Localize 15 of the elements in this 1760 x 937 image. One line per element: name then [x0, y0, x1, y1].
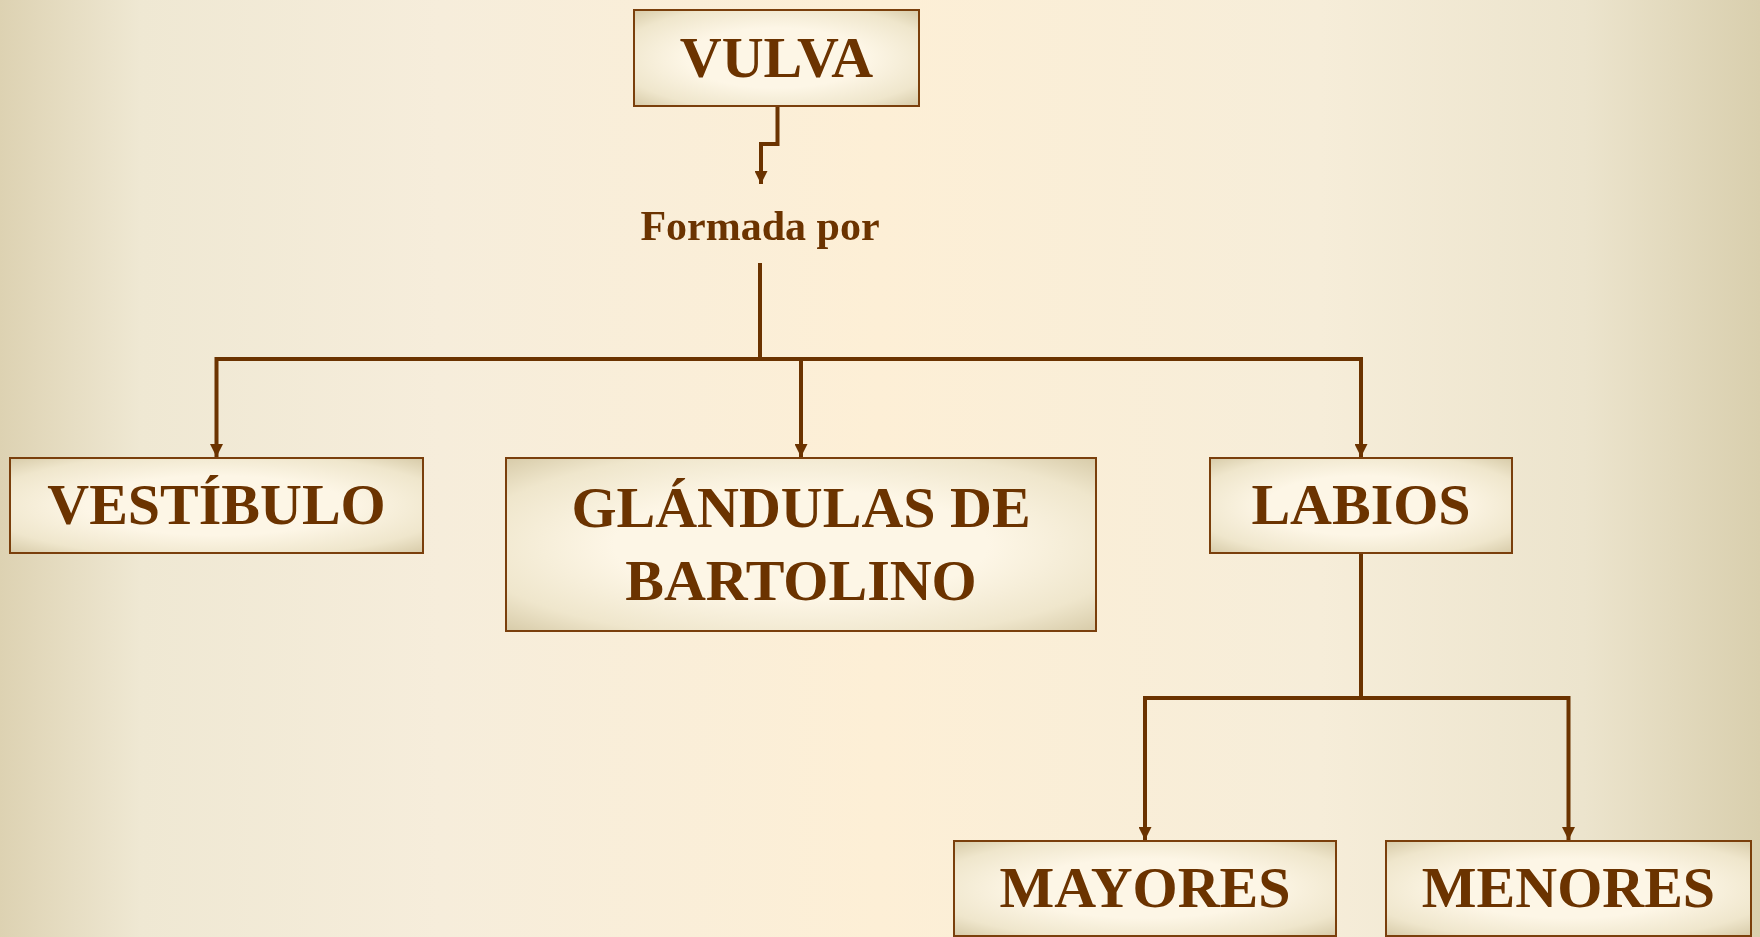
concept-box	[9, 457, 424, 554]
connector-arrow	[758, 263, 1368, 457]
connector-label: Formada por	[640, 202, 880, 250]
concept-label: VESTÍBULO	[47, 471, 386, 540]
concept-box	[633, 9, 920, 107]
concept-label: MAYORES	[999, 854, 1291, 923]
concept-box	[1385, 840, 1752, 937]
concept-box	[1209, 457, 1513, 554]
concept-box	[505, 457, 1097, 632]
concept-label: VULVA	[679, 23, 874, 92]
concept-box	[953, 840, 1337, 937]
concept-label: MENORES	[1421, 854, 1716, 923]
connector-arrow	[754, 107, 780, 184]
concept-label: GLÁNDULAS DE BARTOLINO	[570, 474, 1032, 615]
concept-label: LABIOS	[1251, 471, 1471, 540]
